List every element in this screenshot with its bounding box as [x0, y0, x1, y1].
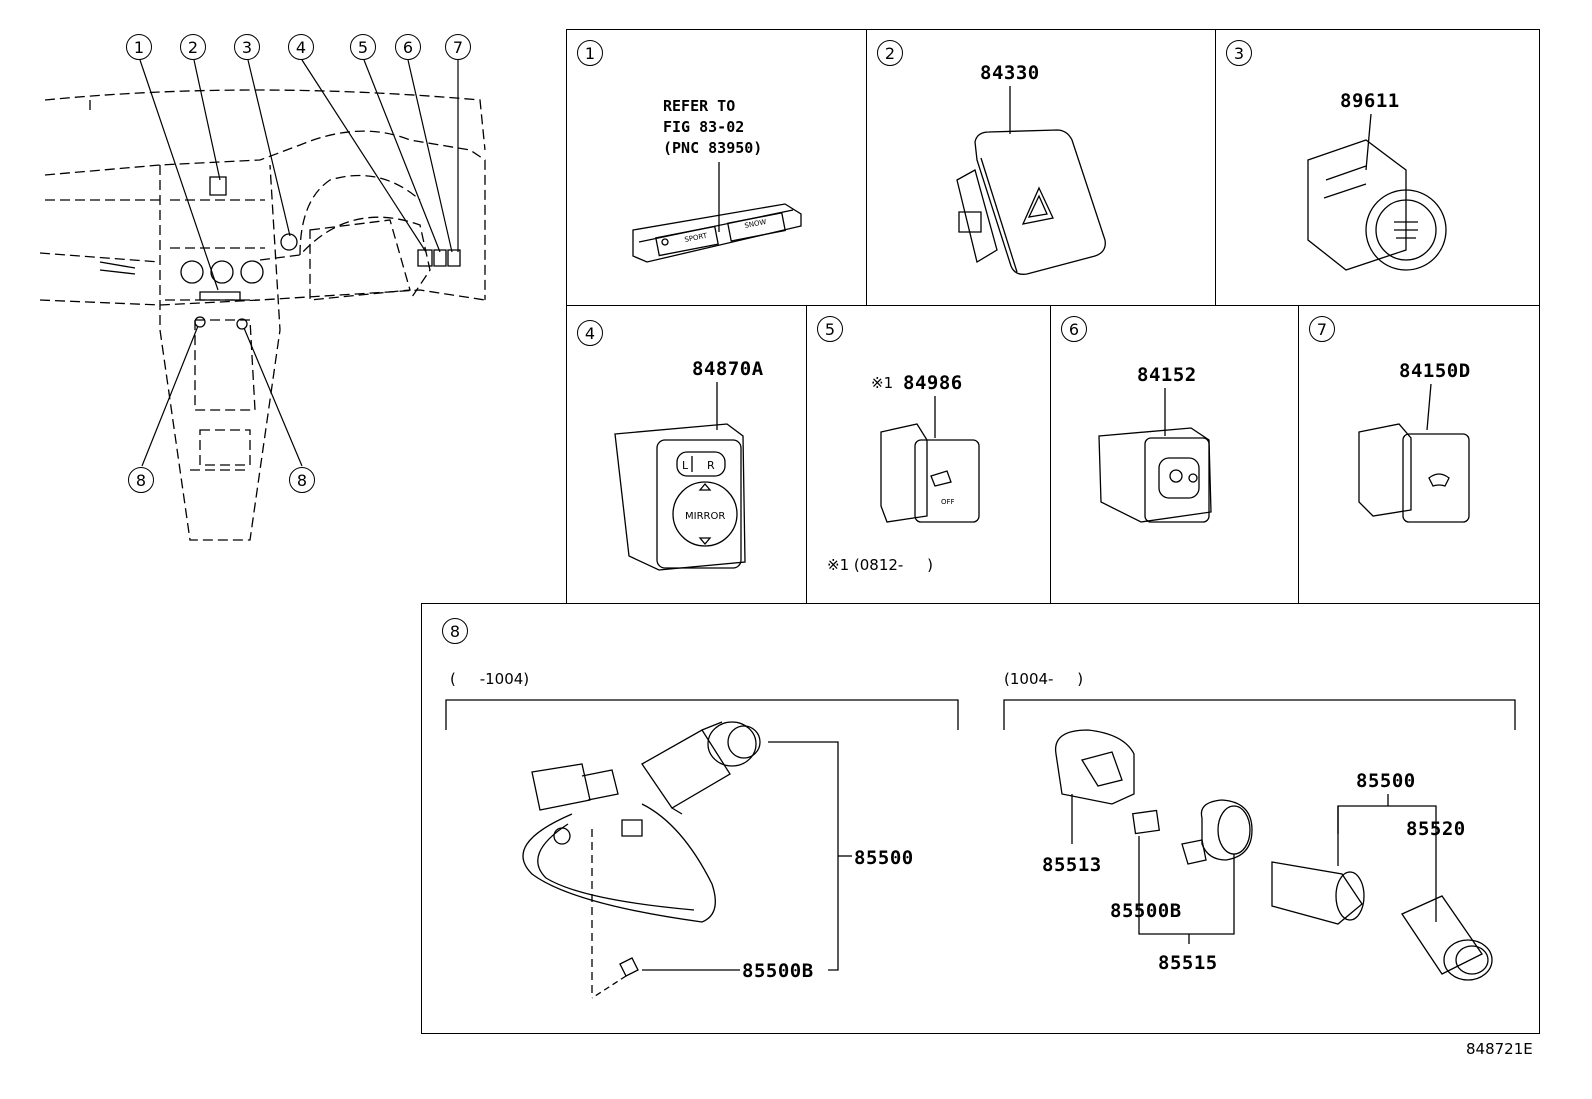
cell-6-part-number: 84152 — [1137, 364, 1197, 386]
right-part-85513: 85513 — [1042, 854, 1102, 876]
figure-id: 848721E — [1466, 1040, 1533, 1058]
cell-8-right-range: (1004- ) — [1004, 670, 1084, 688]
overview-callout-2: 2 — [180, 34, 206, 60]
right-part-85500B: 85500B — [1110, 900, 1182, 922]
cell-5-footnote: ※1 (0812- ) — [827, 556, 934, 574]
sport-label: SPORT — [684, 232, 709, 244]
vsc-off-label: OFF — [941, 498, 955, 506]
cell-5-mark: ※1 — [871, 374, 894, 392]
overview-callout-5: 5 — [350, 34, 376, 60]
right-part-85520: 85520 — [1406, 818, 1466, 840]
power-outlet-drawing — [422, 604, 1541, 1035]
cell-3-part-number: 89611 — [1340, 90, 1400, 112]
overview-callout-7: 7 — [445, 34, 471, 60]
cell-4-part-number: 84870A — [692, 358, 764, 380]
cell-4: 4 84870A L R MIRROR — [566, 305, 808, 604]
cell-3: 3 89611 — [1215, 29, 1540, 306]
cell-1: 1 REFER TO FIG 83-02 (PNC 83950) SPORT S… — [566, 29, 868, 306]
cell-7: 7 84150D — [1298, 305, 1540, 604]
cell-5: 5 ※1 84986 OFF ※1 (0812- ) — [806, 305, 1052, 604]
mirror-r-label: R — [707, 459, 715, 472]
cell-6: 6 84152 — [1050, 305, 1300, 604]
right-part-85515: 85515 — [1158, 952, 1218, 974]
overview-callout-3: 3 — [234, 34, 260, 60]
overview-callout-8-right: 8 — [289, 467, 315, 493]
left-part-85500: 85500 — [854, 847, 914, 869]
cell-1-note: REFER TO FIG 83-02 (PNC 83950) — [663, 97, 763, 157]
mirror-l-label: L — [682, 459, 689, 472]
right-part-85500: 85500 — [1356, 770, 1416, 792]
cell-8-left-range: ( -1004) — [450, 670, 530, 688]
cell-6-number: 6 — [1061, 316, 1087, 342]
cell-2-part-number: 84330 — [980, 62, 1040, 84]
cell-4-number: 4 — [577, 320, 603, 346]
cell-7-part-number: 84150D — [1399, 360, 1471, 382]
mirror-text-label: MIRROR — [685, 511, 725, 522]
hazard-switch-drawing — [867, 30, 1218, 307]
start-button-drawing — [1216, 30, 1541, 307]
cell-8: 8 ( -1004) (1004- ) — [421, 603, 1540, 1034]
headlight-leveling-switch-drawing — [1051, 306, 1301, 605]
left-part-85500B: 85500B — [742, 960, 814, 982]
cell-2-number: 2 — [877, 40, 903, 66]
cell-5-part-number: 84986 — [903, 372, 963, 394]
overview-callout-6: 6 — [395, 34, 421, 60]
cell-5-number: 5 — [817, 316, 843, 342]
sport-switch-drawing: SPORT SNOW — [567, 30, 869, 307]
cell-1-number: 1 — [577, 40, 603, 66]
overview-callout-1: 1 — [126, 34, 152, 60]
cell-8-number: 8 — [442, 618, 468, 644]
dashboard-drawing — [0, 0, 560, 600]
mirror-switch-drawing: L R MIRROR — [567, 306, 809, 605]
cell-2: 2 84330 — [866, 29, 1217, 306]
overview-callout-8-left: 8 — [128, 467, 154, 493]
headlamp-cleaner-switch-drawing — [1299, 306, 1541, 605]
vsc-off-switch-drawing: OFF — [807, 306, 1053, 605]
cell-7-number: 7 — [1309, 316, 1335, 342]
overview-callout-4: 4 — [288, 34, 314, 60]
cell-3-number: 3 — [1226, 40, 1252, 66]
